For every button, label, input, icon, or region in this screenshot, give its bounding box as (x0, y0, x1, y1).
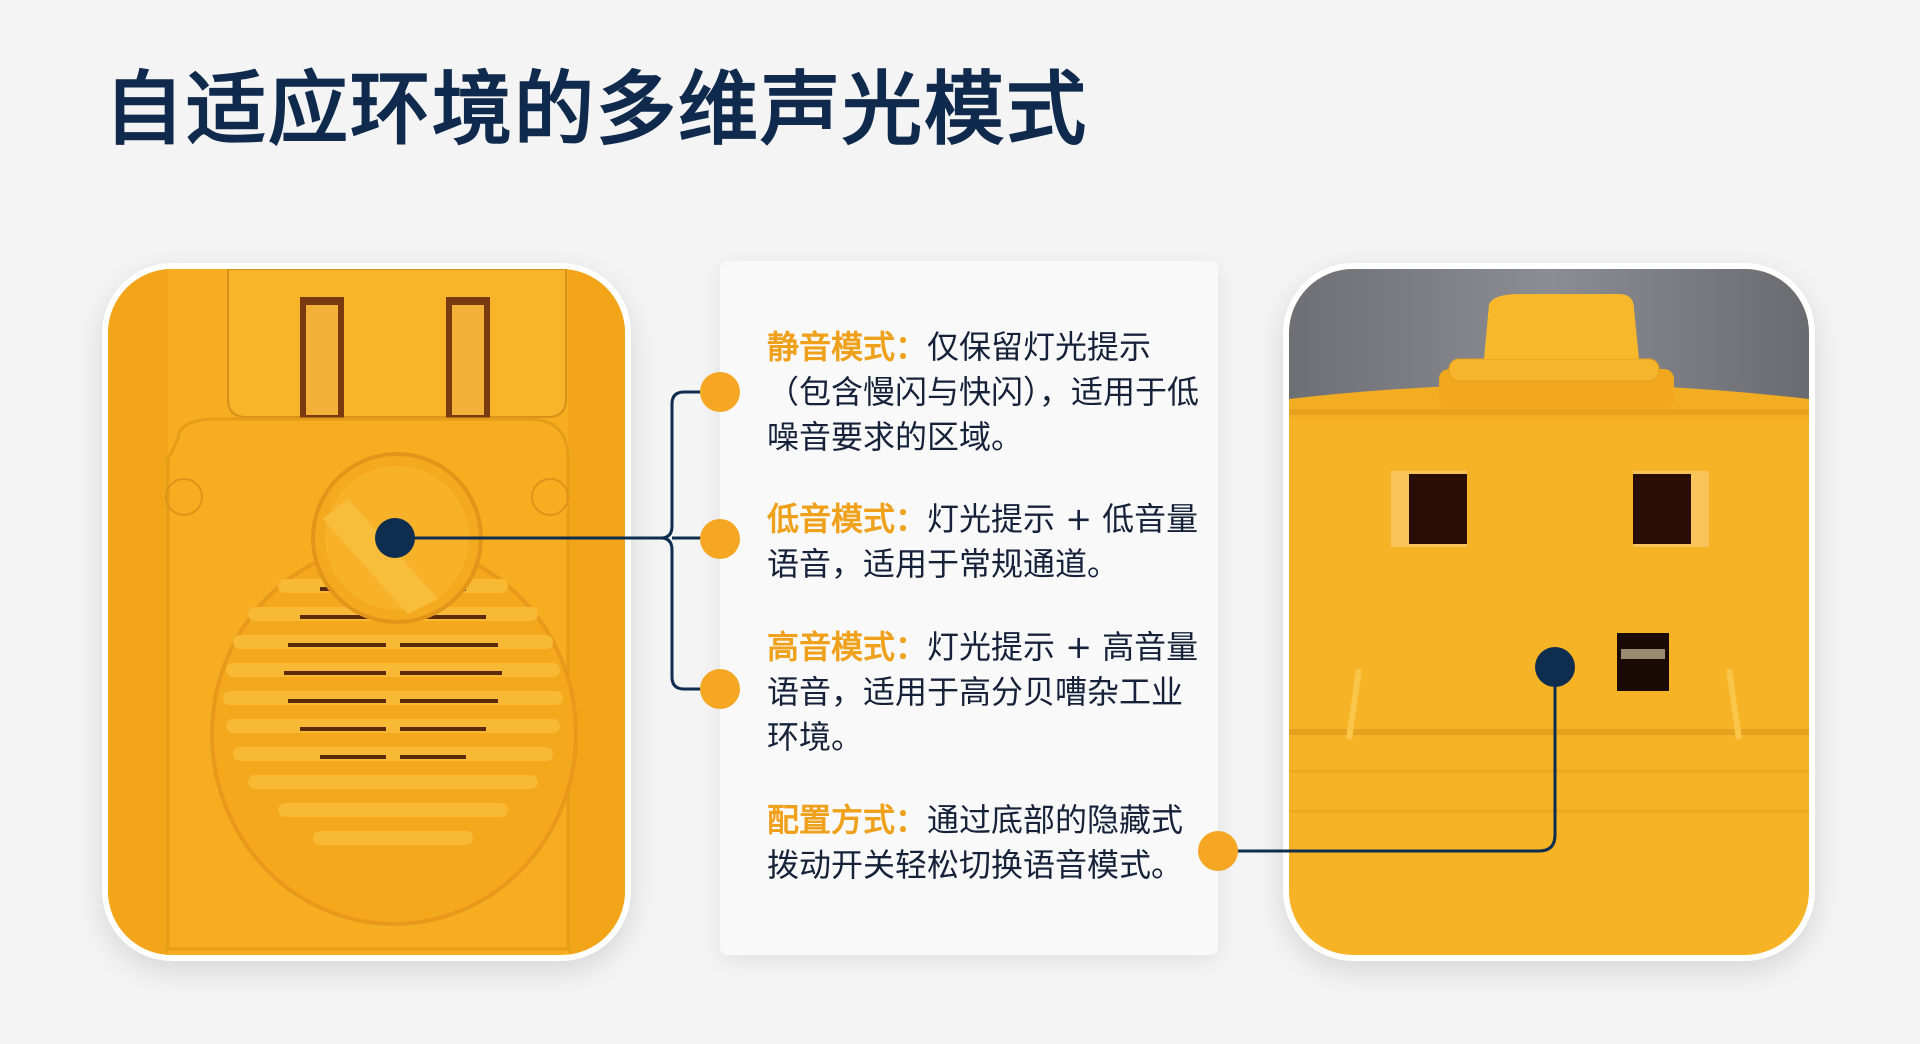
mode-text: 灯光提示 + 高音量语音，适用于高分贝嘈杂工业环境。 (767, 628, 1199, 756)
mode-text: 通过底部的隐藏式拨动开关轻松切换语音模式。 (767, 801, 1184, 884)
mode-low-volume: 低音模式：灯光提示 + 低音量语音，适用于常规通道。 (767, 497, 1207, 587)
mode-description-panel: 静音模式：仅保留灯光提示（包含慢闪与快闪），适用于低噪音要求的区域。 低音模式：… (720, 261, 1218, 955)
device-back-illustration (108, 269, 625, 955)
device-back-photo (102, 263, 631, 961)
page-title: 自适应环境的多维声光模式 (104, 63, 1088, 156)
mode-text: 仅保留灯光提示（包含慢闪与快闪），适用于低噪音要求的区域。 (767, 328, 1200, 456)
mode-label: 静音模式： (767, 328, 928, 366)
mode-label: 配置方式： (767, 801, 928, 839)
mode-label: 低音模式： (767, 500, 928, 538)
mode-silent: 静音模式：仅保留灯光提示（包含慢闪与快闪），适用于低噪音要求的区域。 (767, 325, 1207, 460)
mode-text: 灯光提示 + 低音量语音，适用于常规通道。 (767, 500, 1199, 583)
connector-bracket (660, 390, 720, 691)
configuration-method: 配置方式：通过底部的隐藏式拨动开关轻松切换语音模式。 (767, 798, 1207, 888)
mode-label: 高音模式： (767, 628, 928, 666)
device-bottom-photo (1283, 263, 1815, 961)
mode-high-volume: 高音模式：灯光提示 + 高音量语音，适用于高分贝嘈杂工业环境。 (767, 625, 1207, 760)
device-bottom-illustration (1289, 269, 1809, 955)
